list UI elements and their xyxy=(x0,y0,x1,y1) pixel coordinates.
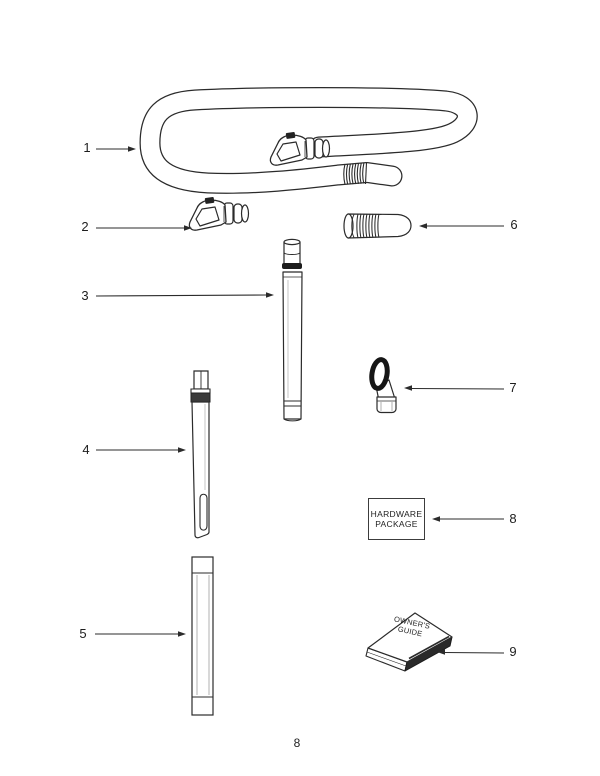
owners-guide-book-illustration xyxy=(365,612,453,672)
wand-illustration xyxy=(282,238,303,422)
dusting-brush-illustration xyxy=(369,357,397,414)
hose-illustration xyxy=(139,87,478,194)
callout-label-8: 8 xyxy=(509,511,517,526)
callout-arrow-6 xyxy=(419,223,504,229)
callout-arrow-2 xyxy=(96,225,192,231)
callout-label-4: 4 xyxy=(82,442,90,457)
callout-arrow-1 xyxy=(96,146,136,152)
callout-label-5: 5 xyxy=(79,626,87,641)
callout-arrow-4 xyxy=(96,447,186,453)
callout-arrow-9 xyxy=(437,649,505,655)
callout-arrow-3 xyxy=(95,292,274,298)
callout-arrow-7 xyxy=(404,385,505,391)
extension-tube-illustration xyxy=(191,556,214,716)
callout-label-7: 7 xyxy=(509,380,517,395)
hose-cuff-seam xyxy=(364,162,368,185)
callout-label-1: 1 xyxy=(83,140,91,155)
hardware-package-line1: HARDWARE xyxy=(370,509,423,519)
hose-rib-lines xyxy=(343,162,365,185)
crevice-tool-illustration xyxy=(190,370,211,539)
hardware-package-line2: PACKAGE xyxy=(375,519,418,529)
hardware-package-box: HARDWARE PACKAGE xyxy=(368,498,425,540)
grip-illustration xyxy=(188,196,250,231)
hose-cuff-illustration xyxy=(343,213,412,239)
callout-label-9: 9 xyxy=(509,644,517,659)
callout-label-2: 2 xyxy=(81,219,89,234)
callout-label-3: 3 xyxy=(81,288,89,303)
callout-arrow-5 xyxy=(95,631,186,637)
page-number: 8 xyxy=(293,736,301,750)
callout-arrow-8 xyxy=(432,516,504,522)
callout-label-6: 6 xyxy=(510,217,518,232)
